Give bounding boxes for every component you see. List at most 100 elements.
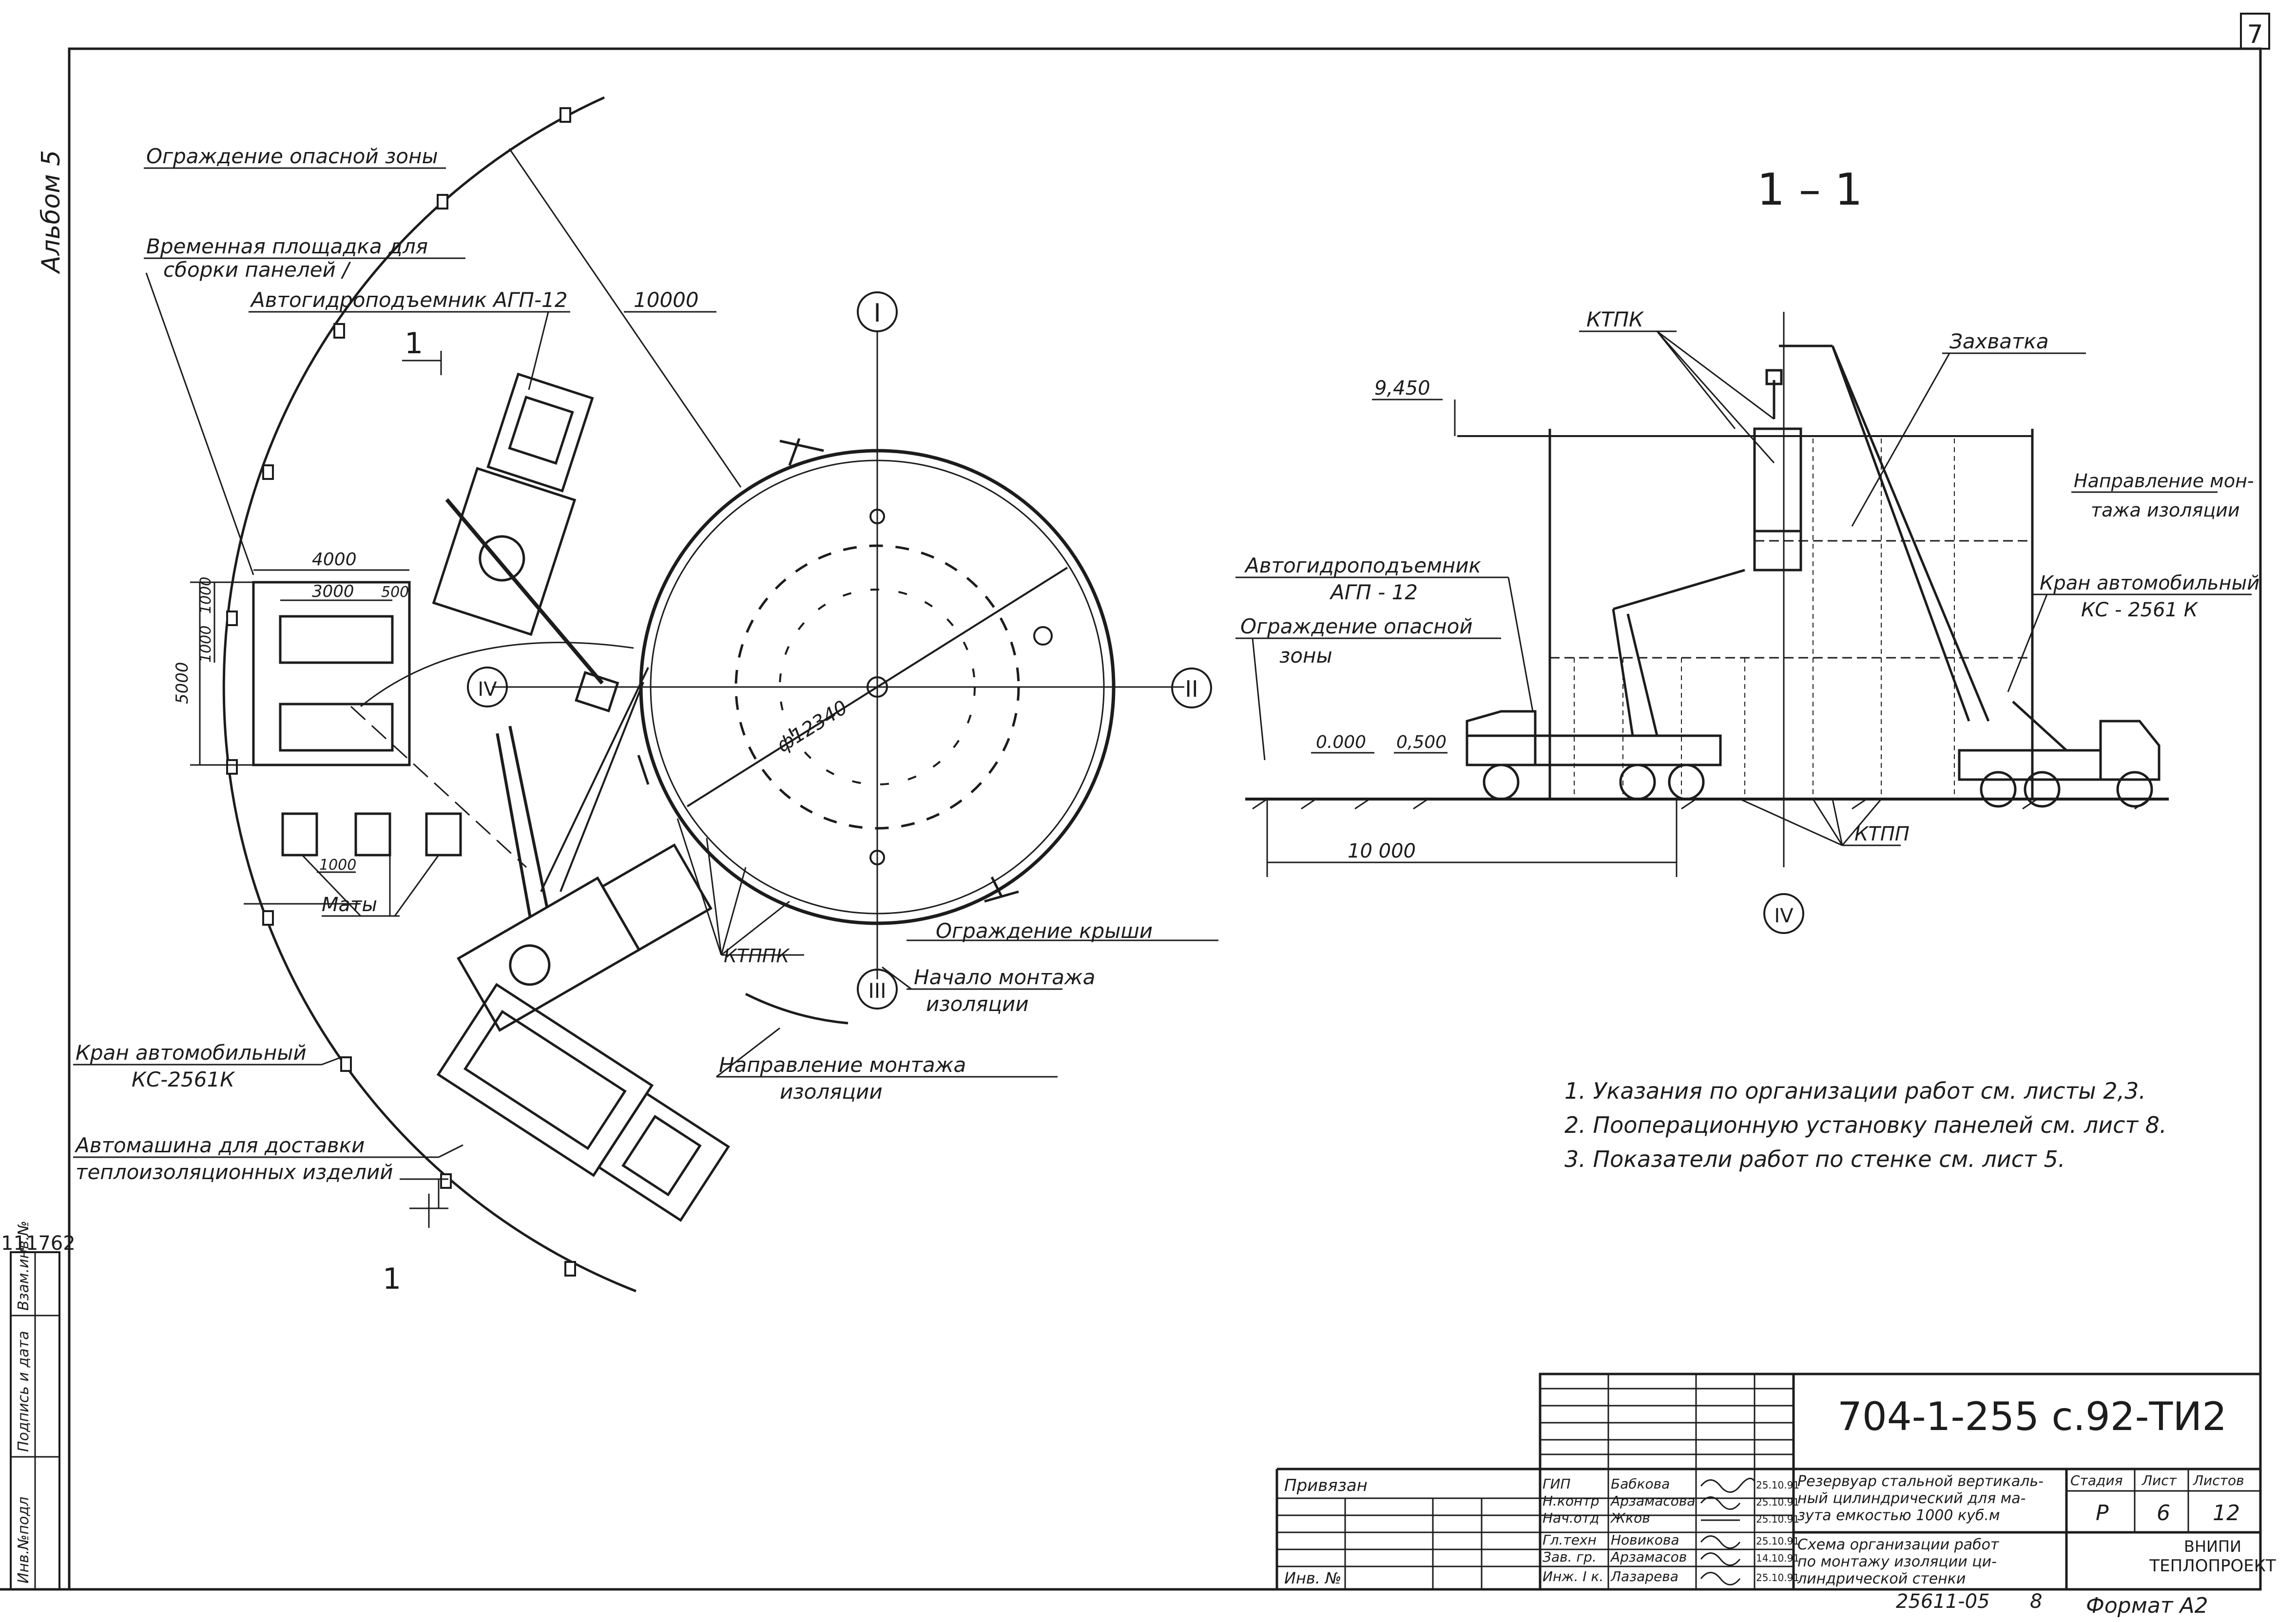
svg-text:I: I — [873, 299, 881, 328]
label-mount-dir-2: изоляции — [780, 1080, 883, 1104]
margin-col-1: Инв.№подл — [15, 1497, 32, 1584]
label-ktppk: КТППК — [724, 945, 790, 967]
svg-text:25.10.91: 25.10.91 — [1756, 1496, 1799, 1508]
general-notes: 1. Указания по организации работ см. лис… — [1564, 1078, 2167, 1172]
label-dim-1000a: 1000 — [197, 577, 214, 614]
label-roof-fence: Ограждение крыши — [936, 919, 1153, 943]
section-leaders — [1235, 330, 2252, 877]
label-lift-2-section: АГП - 12 — [1329, 580, 1418, 604]
label-mount-dir-1-section: Направление мон- — [2074, 470, 2254, 492]
label-crane-1-section: Кран автомобильный — [2040, 572, 2259, 594]
section-crane — [1958, 701, 2161, 808]
label-diameter: ф12340 — [773, 696, 851, 757]
section-view: 1 – 1 — [1235, 164, 2259, 934]
label-mats: Маты — [322, 894, 377, 916]
label-mount-dir-1: Направление монтажа — [719, 1053, 966, 1077]
label-temp-platform-1: Временная площадка для — [146, 234, 428, 258]
diameter-line — [686, 567, 1068, 807]
svg-text:25.10.91: 25.10.91 — [1756, 1572, 1799, 1584]
page-number-box: 7 — [2240, 13, 2270, 50]
note-3: 3. Показатели работ по стенке см. лист 5… — [1564, 1146, 2065, 1172]
assembly-platform — [190, 569, 411, 766]
margin-col-3: Взам.инв.№ — [15, 1221, 32, 1311]
label-mount-start-1: Начало монтажа — [914, 965, 1095, 989]
label-crane-1: Кран автомобильный — [76, 1041, 307, 1065]
axis-bubble-III: III — [857, 969, 898, 1010]
plan-view: I II III IV — [73, 96, 1218, 1296]
label-fence-1-section: Ограждение опасной — [1240, 614, 1473, 638]
page-number: 7 — [2247, 20, 2263, 49]
section-title: 1 – 1 — [1757, 164, 1863, 215]
svg-text:25.10.91: 25.10.91 — [1756, 1513, 1799, 1525]
note-1: 1. Указания по организации работ см. лис… — [1564, 1078, 2146, 1104]
label-dim-10000: 10 000 — [1348, 840, 1416, 862]
tb-signatures — [1700, 1477, 1756, 1585]
svg-text:II: II — [1185, 676, 1198, 702]
label-dim-3000: 3000 — [312, 582, 354, 601]
svg-text:Арзамасова: Арзамасова — [1610, 1493, 1695, 1509]
label-dim-5000: 5000 — [173, 662, 192, 704]
svg-text:Зав. гр.: Зав. гр. — [1543, 1549, 1597, 1565]
label-dim-4000: 4000 — [312, 550, 357, 570]
svg-text:по монтажу изоляции ци-: по монтажу изоляции ци- — [1797, 1553, 1997, 1570]
crane-truck — [457, 725, 713, 1032]
tb-description-1: Резервуар стальной вертикаль- ный цилинд… — [1797, 1473, 2044, 1524]
label-delivery-1: Автомашина для доставки — [74, 1133, 365, 1157]
tb-dates: 25.10.91 25.10.91 25.10.91 25.10.91 14.1… — [1756, 1479, 1799, 1584]
danger-zone-fence-arc — [222, 96, 637, 1293]
section-lift-truck — [1466, 569, 1745, 801]
svg-text:Н.контр: Н.контр — [1543, 1493, 1599, 1509]
album-label: Альбом 5 — [37, 150, 66, 274]
label-fence-2-section: зоны — [1279, 644, 1332, 668]
svg-text:Схема организации работ: Схема организации работ — [1797, 1536, 2000, 1553]
drawing-code: 704-1-255 с.92-ТИ2 — [1837, 1394, 2227, 1439]
tb-names: Бабкова Арзамасова Жков Новикова Арзамас… — [1610, 1476, 1695, 1584]
tb-sheet-header: Лист — [2142, 1472, 2177, 1488]
axis-bubble-IV: IV — [467, 667, 508, 707]
svg-text:Гл.техн: Гл.техн — [1543, 1532, 1597, 1548]
svg-text:25.10.91: 25.10.91 — [1756, 1535, 1799, 1547]
svg-text:ный цилиндрический для ма-: ный цилиндрический для ма- — [1797, 1490, 2026, 1507]
label-dim-radius: 10000 — [634, 288, 699, 312]
svg-text:Лазарева: Лазарева — [1610, 1568, 1679, 1584]
label-ktpp: КТПП — [1854, 823, 1910, 845]
footer-sheet: 8 — [2030, 1590, 2042, 1613]
tb-stage-header: Стадия — [2070, 1472, 2122, 1488]
svg-text:линдрической стенки: линдрической стенки — [1797, 1570, 1966, 1587]
label-grip: Захватка — [1949, 329, 2049, 353]
footer-number: 25611-05 — [1896, 1590, 1990, 1613]
tb-sheet: 6 — [2157, 1501, 2170, 1526]
svg-text:Резервуар стальной вертикаль-: Резервуар стальной вертикаль- — [1797, 1473, 2044, 1490]
section-hoist — [1765, 344, 1990, 722]
svg-text:Новикова: Новикова — [1611, 1532, 1679, 1548]
margin-stamp: Инв.№подл Подпись и дата Взам.инв.№ — [10, 1221, 60, 1590]
tank-wall-section — [1457, 312, 2034, 867]
svg-text:IV: IV — [478, 678, 497, 701]
axis-bubble-section-IV: IV — [1763, 893, 1804, 934]
label-elev-0: 0.000 — [1316, 732, 1366, 752]
hatch-mark — [1033, 626, 1053, 646]
label-delivery-2: теплоизоляционных изделий — [76, 1160, 393, 1184]
svg-text:ГИП: ГИП — [1543, 1476, 1571, 1492]
axis-bubble-II: II — [1171, 668, 1212, 708]
label-crane-2-section: КС - 2561 К — [2081, 599, 2199, 621]
label-crane-2: КС-2561К — [132, 1068, 235, 1091]
svg-text:25.10.91: 25.10.91 — [1756, 1479, 1799, 1491]
svg-text:14.10.91: 14.10.91 — [1756, 1552, 1799, 1564]
tank-nozzles — [637, 438, 1019, 903]
label-dim-1000b: 1000 — [197, 626, 214, 663]
label-mount-start-2: изоляции — [926, 992, 1029, 1016]
label-lift-truck: Автогидроподъемник АГП-12 — [250, 288, 568, 312]
crane-reach-arc — [360, 642, 634, 707]
svg-text:III: III — [868, 979, 886, 1003]
crane-boom-to-tank — [540, 667, 649, 892]
svg-text:зута емкостью 1000 куб.м: зута емкостью 1000 куб.м — [1797, 1507, 2000, 1524]
delivery-truck — [436, 983, 730, 1222]
label-elev-top: 9,450 — [1374, 377, 1430, 400]
label-temp-platform-2: сборки панелей / — [163, 258, 351, 282]
tb-org-2: ТЕПЛОПРОЕКТ — [2149, 1556, 2276, 1576]
plan-leaders — [73, 148, 1218, 1228]
svg-text:IV: IV — [1774, 905, 1794, 927]
